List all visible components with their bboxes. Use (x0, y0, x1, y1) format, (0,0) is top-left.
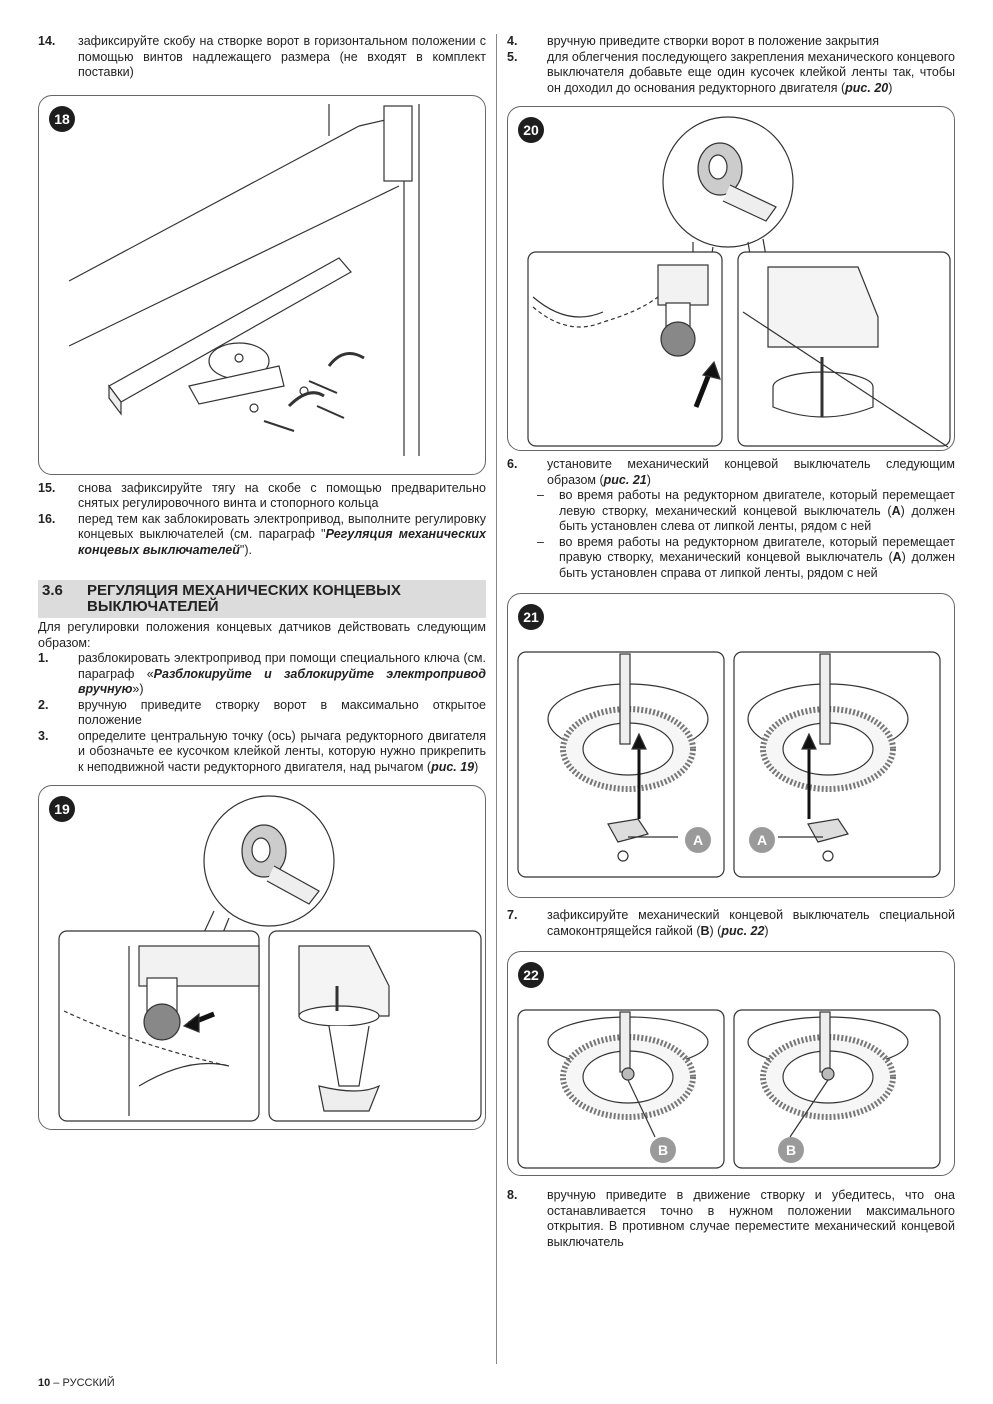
figure-21-illustration (517, 651, 941, 878)
step-number: 4. (507, 34, 518, 48)
step-14: 14. зафиксируйте скобу на створке ворот … (38, 34, 486, 81)
step-text: зафиксируйте скобу на створке ворот в го… (78, 34, 486, 79)
step-text: для облегчения последующего закрепления … (547, 49, 955, 95)
step-text: разблокировать электропривод при помощи … (78, 651, 486, 697)
step-text: снова зафиксируйте тягу на скобе с помощ… (78, 480, 486, 511)
step-6: 6. установите механический концевой выкл… (507, 457, 955, 488)
figure-reference: рис. 21 (603, 472, 647, 487)
step-7: 7. зафиксируйте механический концевой вы… (507, 908, 955, 939)
step-number: 15. (38, 480, 56, 495)
step-15: 15. снова зафиксируйте тягу на скобе с п… (38, 481, 486, 512)
section-intro: Для регулировки положения концевых датчи… (38, 620, 486, 650)
figure-22: 22 B B (507, 951, 955, 1176)
step-16: 16. перед тем как заблокировать электроп… (38, 512, 486, 559)
step-number: 1. (38, 651, 49, 665)
step-number: 2. (38, 697, 49, 712)
page-footer: 10 – РУССКИЙ (38, 1377, 115, 1389)
step-text: определите центральную точку (ось) рычаг… (78, 728, 486, 774)
step-text: вручную приведите створки ворот в положе… (547, 34, 879, 48)
step-number: 6. (507, 457, 518, 471)
step-1: 1. разблокировать электропривод при помо… (38, 651, 486, 698)
figure-number-badge: 20 (518, 117, 544, 143)
step-text: зафиксируйте механический концевой выклю… (547, 908, 955, 938)
step-number: 3. (38, 728, 49, 743)
figure-number-badge: 18 (49, 105, 75, 132)
bullet-right-leaf: – во время работы на редукторном двигате… (537, 534, 955, 580)
step-3: 3. определите центральную точку (ось) ры… (38, 729, 486, 776)
section-number: 3.6 (42, 582, 63, 599)
bullet-text: во время работы на редукторном двигателе… (559, 534, 955, 580)
label-a-right: A (749, 827, 775, 853)
figure-number-badge: 21 (518, 604, 544, 630)
section-reference: Регуляция механических концевых выключат… (78, 527, 486, 557)
figure-number-badge: 22 (518, 962, 544, 988)
step-text: установите механический концевой выключа… (547, 457, 955, 487)
footer-language: – РУССКИЙ (50, 1377, 115, 1389)
step-5: 5. для облегчения последующего закреплен… (507, 50, 955, 97)
step-text: перед тем как заблокировать электроприво… (78, 511, 486, 557)
step-number: 7. (507, 908, 518, 922)
bullet-left-leaf: – во время работы на редукторном двигате… (537, 488, 955, 533)
step-number: 16. (38, 511, 56, 526)
bullet-text: во время работы на редукторном двигателе… (559, 488, 955, 533)
label-a-left: A (685, 827, 711, 853)
step-4: 4. вручную приведите створки ворот в пол… (507, 34, 955, 50)
figure-19-illustration (58, 795, 482, 1122)
column-divider (496, 34, 497, 1364)
section-heading: 3.6 РЕГУЛЯЦИЯ МЕХАНИЧЕСКИХ КОНЦЕВЫХ ВЫКЛ… (38, 580, 486, 618)
figure-20: 20 (507, 106, 955, 451)
figure-19: 19 (38, 785, 486, 1130)
right-column: 4. вручную приведите створки ворот в пол… (507, 34, 955, 1250)
step-number: 5. (507, 49, 518, 64)
figure-20-illustration (527, 116, 951, 448)
step-2: 2. вручную приведите створку ворот в мак… (38, 698, 486, 729)
section-reference: Разблокируйте и заблокируйте электроприв… (78, 666, 486, 697)
figure-22-illustration (517, 1009, 941, 1169)
step-8: 8. вручную приведите в движение створку … (507, 1188, 955, 1250)
figure-reference: рис. 20 (845, 80, 889, 95)
figure-reference: рис. 19 (431, 759, 475, 774)
figure-number-badge: 19 (49, 796, 75, 822)
left-column: 14. зафиксируйте скобу на створке ворот … (38, 34, 486, 1130)
figure-21: 21 (507, 593, 955, 898)
step-text: вручную приведите в движение створку и у… (547, 1188, 955, 1249)
step-text: вручную приведите створку ворот в максим… (78, 697, 486, 728)
label-b-left: B (650, 1137, 676, 1163)
step-number: 8. (507, 1188, 518, 1202)
figure-18: 18 (38, 94, 486, 475)
section-title: РЕГУЛЯЦИЯ МЕХАНИЧЕСКИХ КОНЦЕВЫХ ВЫКЛЮЧАТ… (87, 582, 401, 615)
figure-18-illustration (68, 103, 420, 456)
step-number: 14. (38, 34, 56, 48)
label-b-right: B (778, 1137, 804, 1163)
figure-reference: рис. 22 (721, 923, 765, 938)
page-number: 10 (38, 1377, 51, 1389)
